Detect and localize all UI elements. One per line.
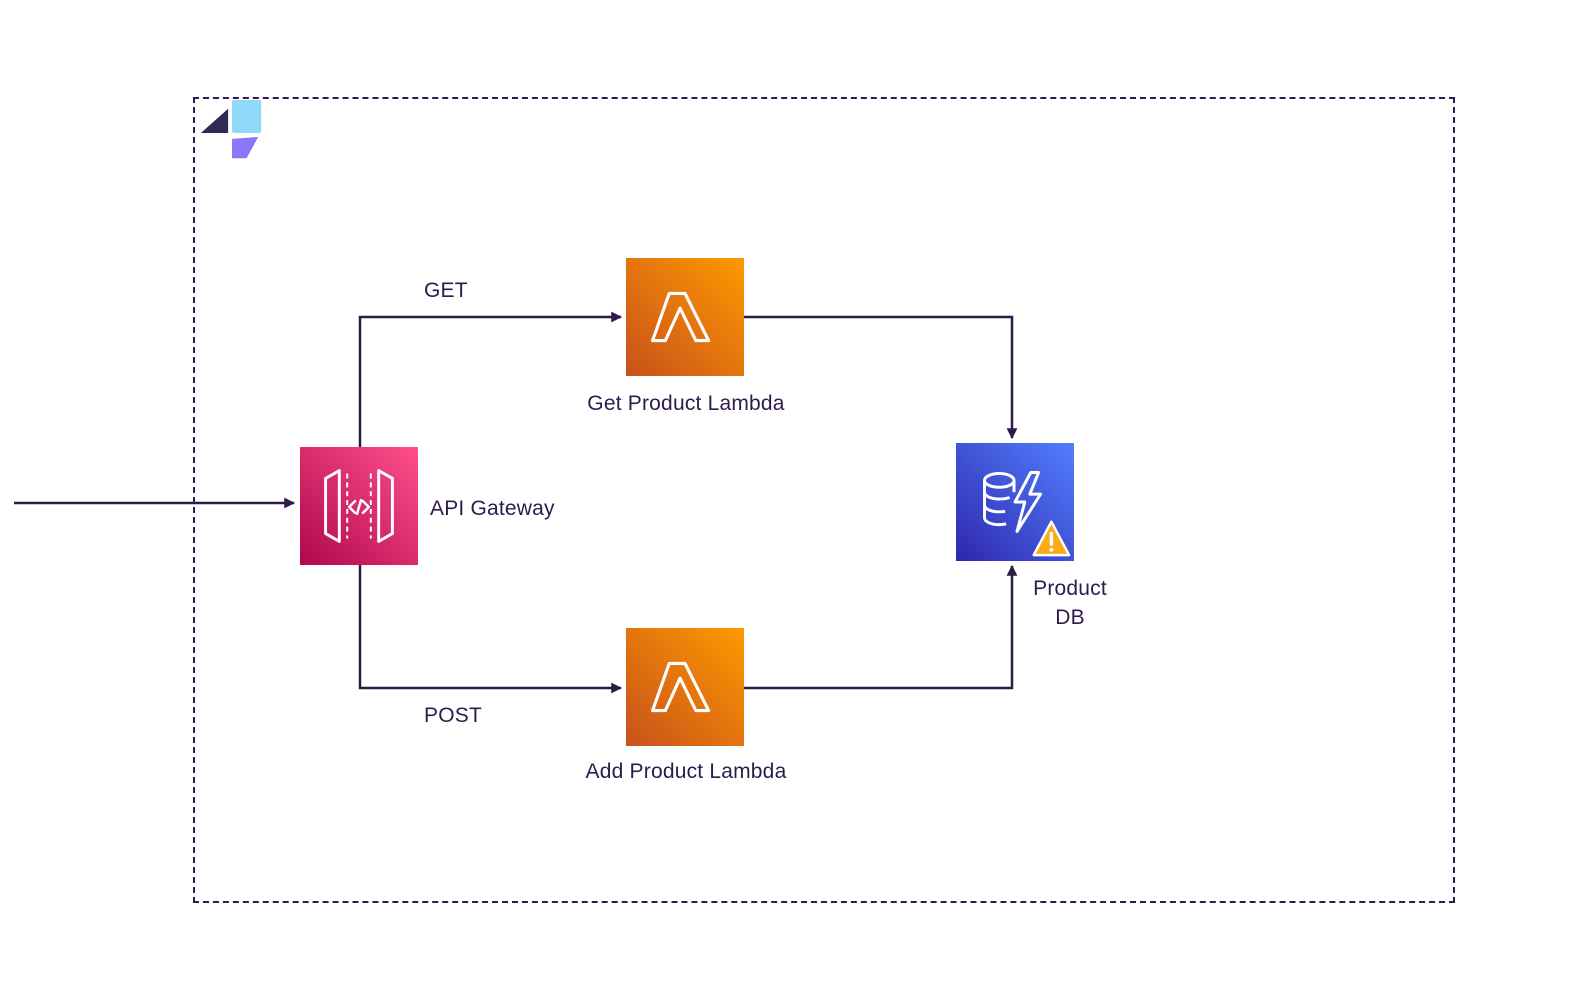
product-db-label: Product DB — [1000, 574, 1140, 632]
eraser-logo-icon — [196, 98, 268, 168]
add-lambda-label: Add Product Lambda — [585, 760, 787, 783]
product-db-node — [956, 443, 1074, 561]
api-gateway-label: API Gateway — [430, 497, 555, 520]
lambda-icon — [626, 628, 744, 746]
edge-get-label: GET — [424, 279, 468, 302]
boundary-box — [193, 97, 1455, 903]
warning-icon — [1032, 520, 1071, 557]
edge-post-label: POST — [424, 704, 482, 727]
product-db-label-line1: Product — [1033, 577, 1107, 600]
api-gateway-node — [300, 447, 418, 565]
lambda-icon — [626, 258, 744, 376]
logo-svg — [200, 99, 262, 159]
get-lambda-node — [626, 258, 744, 376]
dynamodb-icon — [956, 443, 1074, 561]
api-gateway-icon — [300, 447, 418, 565]
get-lambda-label: Get Product Lambda — [587, 392, 785, 415]
add-lambda-node — [626, 628, 744, 746]
product-db-label-line2: DB — [1055, 606, 1085, 629]
